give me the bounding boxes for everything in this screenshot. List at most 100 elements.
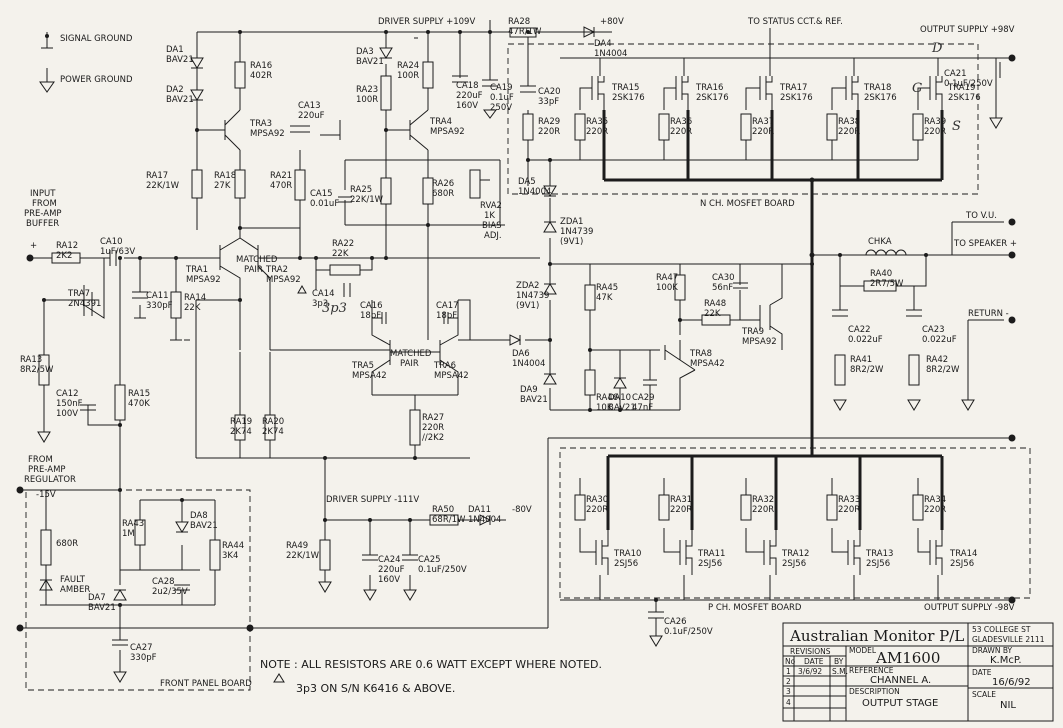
value-ra12: 2K2 — [56, 251, 72, 261]
value-da6: 1N4004 — [512, 359, 545, 369]
ground-symbols — [37, 37, 1003, 683]
rail-labels: DRIVER SUPPLY +109V +80V TO STATUS CCT.&… — [36, 17, 1015, 613]
label-tra10: TRA10 — [613, 549, 641, 559]
value-tra10: 2SJ56 — [614, 559, 638, 569]
value-da5: 1N4004 — [518, 187, 551, 197]
value-zda2: 1N4739 — [516, 291, 549, 301]
value-tra2: MPSA92 — [266, 275, 301, 285]
value-tra12: 2SJ56 — [782, 559, 806, 569]
label-ra23: RA23 — [356, 85, 378, 95]
label-ra21: RA21 — [270, 171, 292, 181]
label-ra39: RA39 — [924, 117, 946, 127]
label-ra24: RA24 — [397, 61, 419, 71]
adj-label: ADJ. — [484, 231, 502, 241]
value-tra7: 2N4391 — [68, 299, 101, 309]
value-zda1: 1N4739 — [560, 227, 593, 237]
matched-pair-1-label: MATCHED — [236, 255, 278, 265]
label-ca21: CA21 — [944, 69, 967, 79]
value-ca29: 47nF — [632, 403, 653, 413]
value-ca26: 0.1uF/250V — [664, 627, 713, 637]
scale-label: SCALE — [972, 690, 996, 699]
value-ra28: 47R/1W — [508, 27, 542, 37]
plus-80v-label: +80V — [600, 17, 624, 27]
label-da4: DA4 — [594, 39, 612, 49]
input-plus: + — [30, 241, 37, 251]
label-ra18: RA18 — [214, 171, 236, 181]
label-ca22: CA22 — [848, 325, 871, 335]
value-ra34: 220R — [924, 505, 946, 515]
value-ra31: 220R — [670, 505, 692, 515]
label-ca28: CA28 — [152, 577, 175, 587]
value-ra24: 100R — [397, 71, 419, 81]
label-ca11: CA11 — [146, 291, 169, 301]
label-ca16: CA16 — [360, 301, 383, 311]
label-ra34: RA34 — [924, 495, 946, 505]
label-ra14: RA14 — [184, 293, 206, 303]
label-tra13: TRA13 — [865, 549, 893, 559]
label-ra27: RA27 — [422, 413, 444, 423]
value-ca16: 18pF — [360, 311, 381, 321]
label-ca10: CA10 — [100, 237, 123, 247]
label-ca30: CA30 — [712, 273, 735, 283]
pair-1-label: PAIR — [244, 265, 263, 275]
value-ra45: 47K — [596, 293, 613, 303]
input-label-3: PRE-AMP — [24, 209, 62, 219]
label-ca27: CA27 — [130, 643, 153, 653]
value-da3: BAV21 — [356, 57, 384, 67]
value-tra5: MPSA42 — [352, 371, 387, 381]
fault-label: FAULT — [60, 575, 86, 585]
label-da9: DA9 — [520, 385, 538, 395]
label-ca24: CA24 — [378, 555, 401, 565]
value-ca12: 150nF — [56, 399, 83, 409]
label-da10: DA10 — [608, 393, 631, 403]
value-ra20: 2K74 — [262, 427, 284, 437]
handwritten-d: D — [931, 41, 943, 56]
label-ra20: RA20 — [262, 417, 284, 427]
label-ra13: RA13 — [20, 355, 42, 365]
value-ca11: 330pF — [146, 301, 173, 311]
triangle-note-icon — [273, 673, 285, 683]
value-tra16: 2SK176 — [696, 93, 729, 103]
handwritten-annotations: G S D 3p3 — [322, 41, 961, 316]
diodes — [39, 26, 627, 601]
to-speaker-label: TO SPEAKER + — [953, 239, 1017, 249]
drawn-by-value: K.McP. — [990, 655, 1022, 666]
value-ca19-1: 250V — [490, 103, 512, 113]
label-zda2: ZDA2 — [516, 281, 539, 291]
value-ca12-1: 100V — [56, 409, 78, 419]
minus-80v-label: -80V — [512, 505, 532, 515]
value-ca20: 33pF — [538, 97, 559, 107]
misc-text: MATCHED PAIR MATCHED PAIR 1K BIAS ADJ. F… — [60, 211, 502, 595]
label-ca29: CA29 — [632, 393, 655, 403]
value-ra35: 220R — [586, 127, 608, 137]
description-label: DESCRIPTION — [849, 687, 900, 696]
reference-value: CHANNEL A. — [870, 675, 931, 686]
rev4-no: 4 — [786, 698, 791, 707]
title-block: Australian Monitor P/L 53 COLLEGE ST GLA… — [782, 622, 1054, 722]
label-tra16: TRA16 — [695, 83, 723, 93]
from-reg-1: FROM — [28, 455, 53, 465]
col-by: BY — [834, 657, 844, 666]
value-ra42: 8R2/2W — [926, 365, 960, 375]
value-ra29: 220R — [538, 127, 560, 137]
value-ra39: 220R — [924, 127, 946, 137]
amber-label: AMBER — [60, 585, 90, 595]
junctions — [16, 30, 1016, 632]
date-label: DATE — [972, 668, 992, 677]
note-1: NOTE : ALL RESISTORS ARE 0.6 WATT EXCEPT… — [260, 658, 602, 671]
legend-power-ground: POWER GROUND — [60, 75, 133, 85]
value-tra11: 2SJ56 — [698, 559, 722, 569]
revisions-label: REVISIONS — [790, 647, 831, 656]
label-tra11: TRA11 — [697, 549, 725, 559]
label-ra47: RA47 — [656, 273, 678, 283]
label-ra46: RA46 — [596, 393, 618, 403]
value-tra17: 2SK176 — [780, 93, 813, 103]
value-da1: BAV21 — [166, 55, 194, 65]
value-tra13: 2SJ56 — [866, 559, 890, 569]
pair-2-label: PAIR — [400, 359, 419, 369]
label-ra37: RA37 — [752, 117, 774, 127]
value-ra22: 22K — [332, 249, 349, 259]
value-ca17: 18pF — [436, 311, 457, 321]
label-ca20: CA20 — [538, 87, 561, 97]
value-ca24: 220uF — [378, 565, 405, 575]
